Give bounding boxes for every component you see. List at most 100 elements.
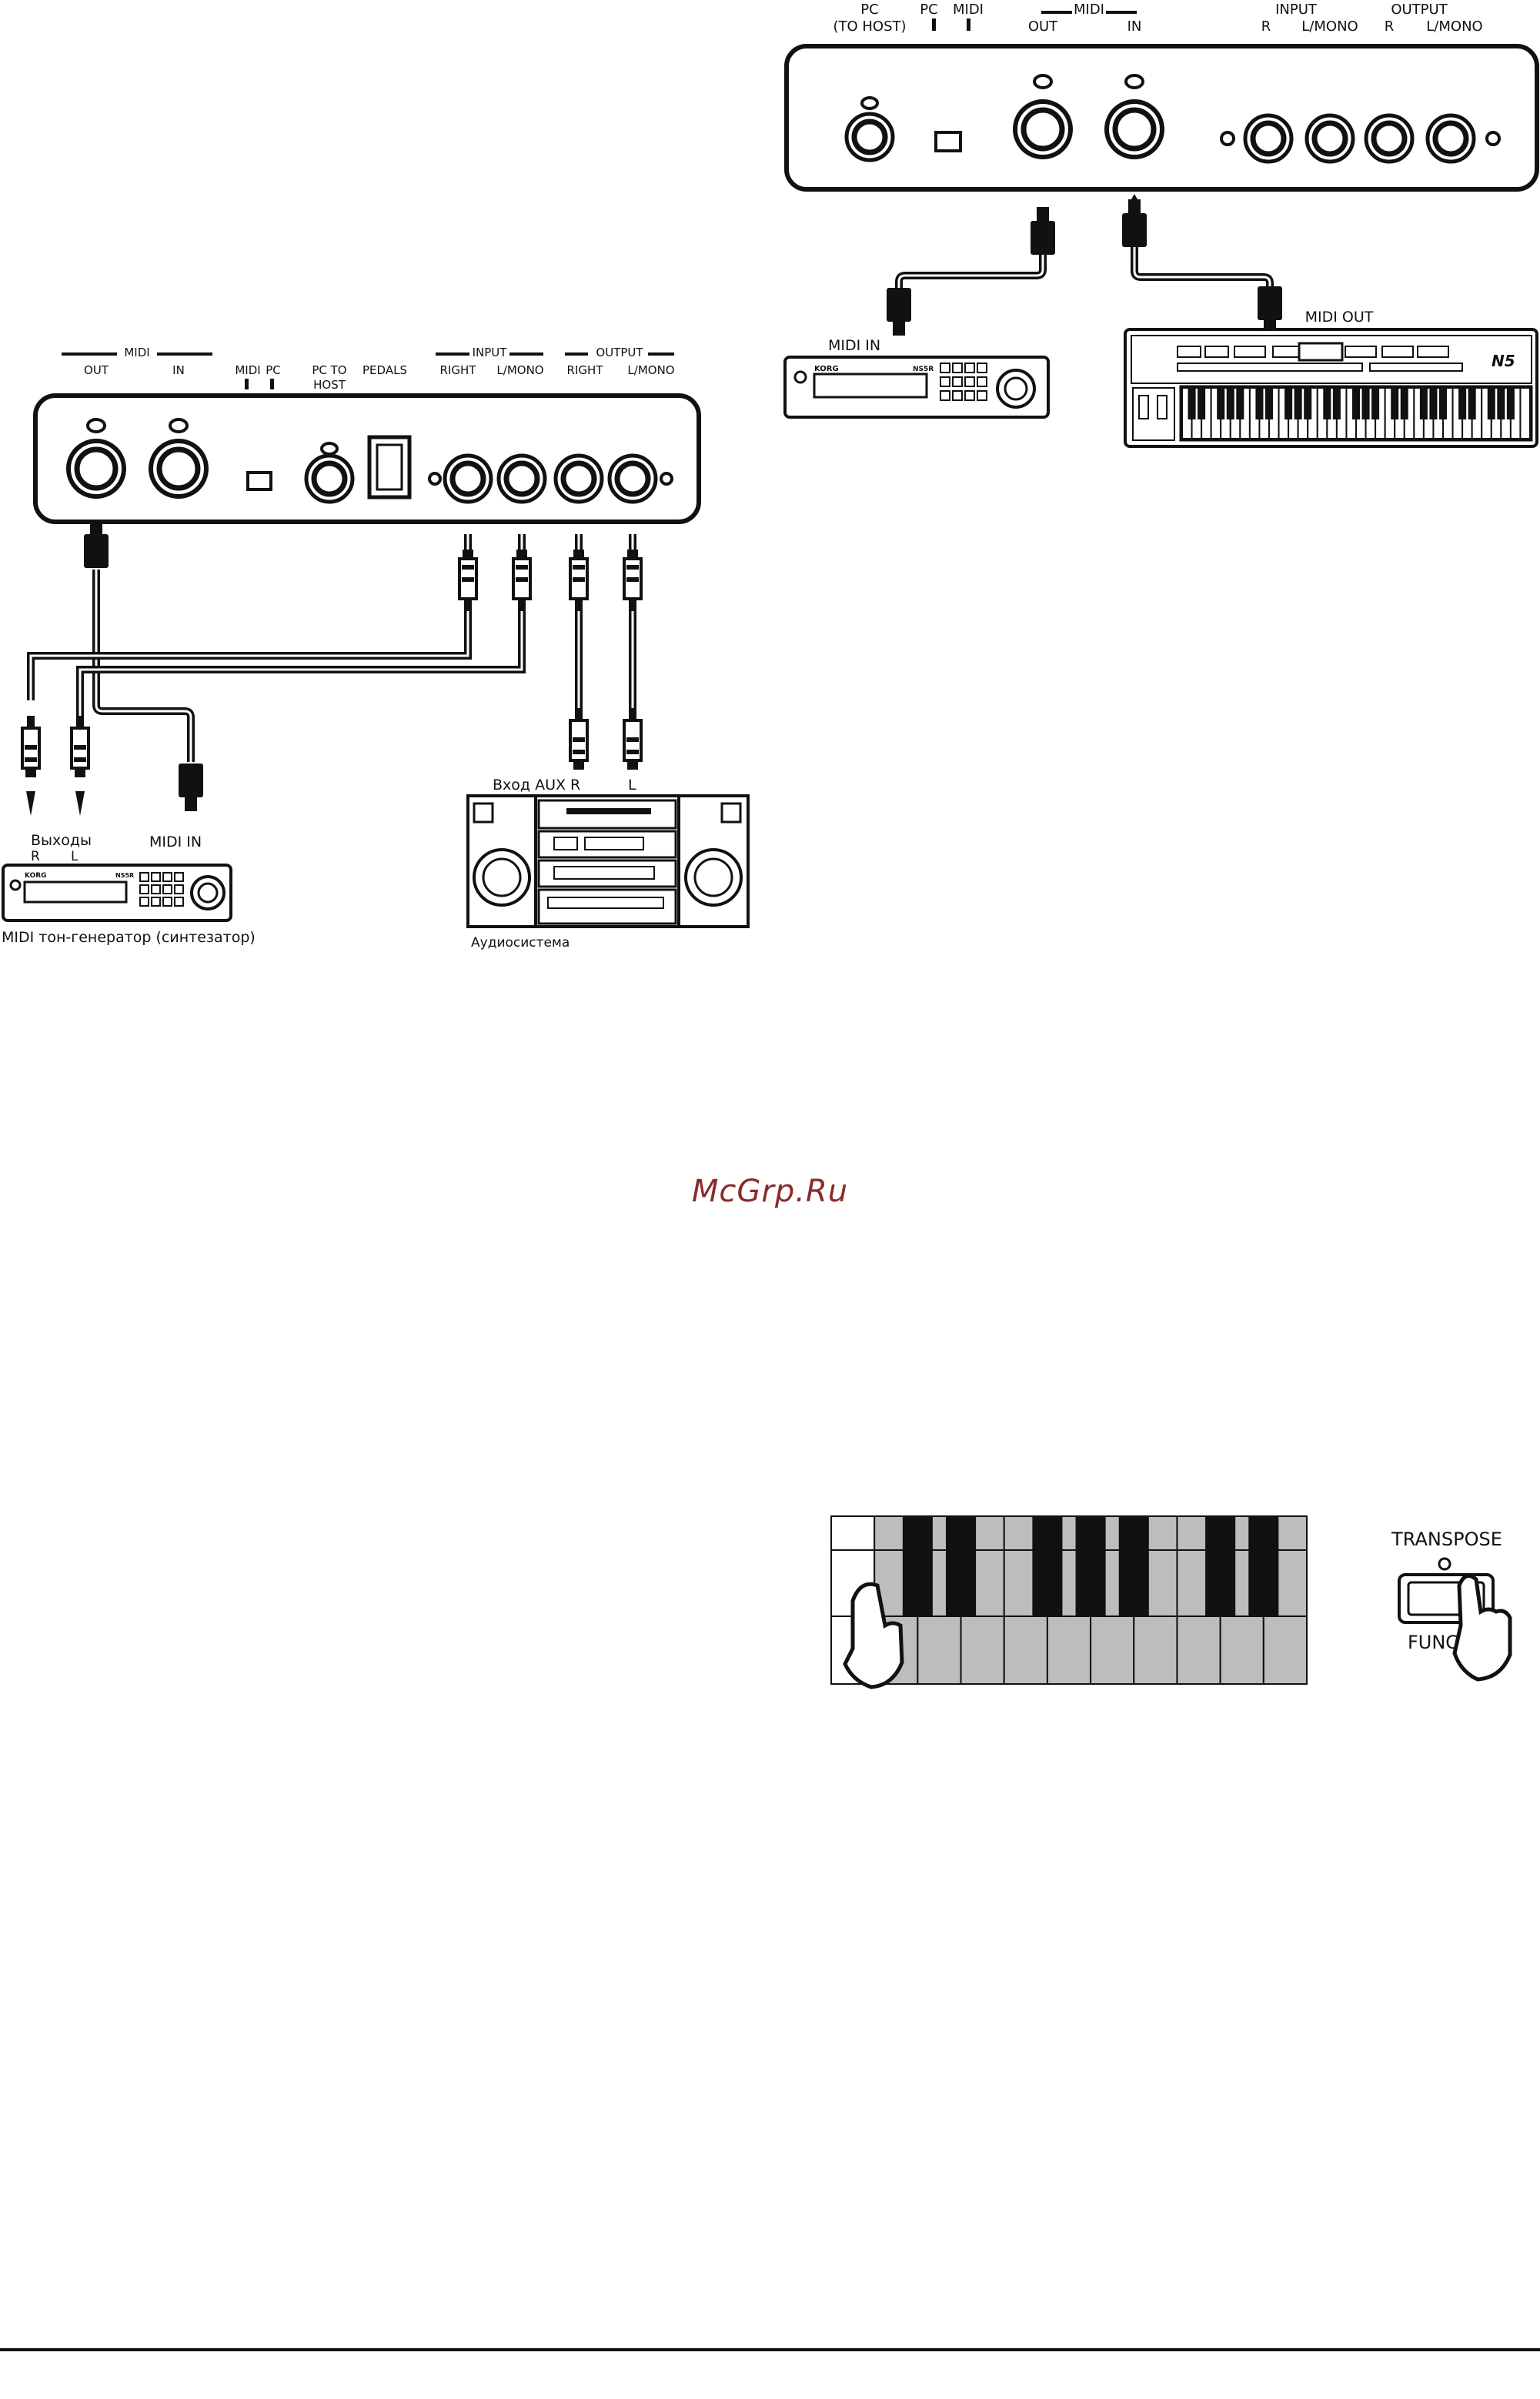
black-key — [1120, 1516, 1148, 1616]
black-key — [1228, 388, 1234, 419]
black-key — [1304, 388, 1311, 419]
input-lmono-jack — [499, 456, 545, 502]
black-key — [1249, 1516, 1278, 1616]
keyboard-model: N5 — [1492, 352, 1515, 370]
top-panel-diagram: PC (TO HOST) PC MIDI MIDI OUT IN INPUT O… — [785, 2, 1537, 446]
output-lmono-jack — [1428, 115, 1474, 162]
black-key — [1237, 388, 1243, 419]
label-l-mono: L/MONO — [1301, 18, 1358, 35]
switch-mark — [967, 18, 970, 31]
label-out-l: L — [71, 849, 79, 864]
rear-panel — [35, 396, 699, 522]
transpose-diagram: TRANSPOSE FUNC — [831, 1516, 1510, 1687]
black-key — [1372, 388, 1378, 419]
input-right-jack — [445, 456, 491, 502]
input-lmono-jack — [1307, 115, 1353, 162]
black-key — [1033, 1516, 1061, 1616]
label-pc-to: PC TO — [312, 363, 346, 377]
black-key — [1363, 388, 1369, 419]
label-to-host: (TO HOST) — [833, 18, 906, 35]
group-line — [1106, 11, 1137, 14]
label-func: FUNC — [1408, 1632, 1458, 1653]
midi-in-port — [151, 441, 206, 496]
transpose-led — [1439, 1559, 1450, 1569]
label-audio-system: Аудиосистема — [471, 935, 570, 951]
label-midi: MIDI — [235, 363, 260, 377]
black-key — [947, 1516, 975, 1616]
pc-to-host-jack — [847, 114, 893, 160]
audio-system — [468, 796, 748, 927]
label-pc-to-host: PC — [860, 2, 878, 18]
black-key — [1324, 388, 1330, 419]
pc-to-host-jack — [306, 456, 352, 502]
label-outputs: Выходы — [31, 832, 92, 849]
black-key — [1353, 388, 1359, 419]
black-key — [904, 1516, 932, 1616]
label-pc: PC — [266, 363, 281, 377]
black-key — [1401, 388, 1408, 419]
black-key — [1421, 388, 1427, 419]
module-model: NS5R — [115, 872, 134, 879]
label-aux-l: L — [628, 777, 636, 794]
tone-generator-module: KORG NS5R — [3, 865, 231, 921]
label-out: OUT — [1028, 18, 1058, 35]
pc-midi-switch — [248, 473, 271, 489]
module-model: NS5R — [913, 366, 934, 373]
black-key — [1488, 388, 1495, 419]
footer-rule — [0, 2348, 1540, 2351]
label-midi-group: MIDI — [1074, 2, 1104, 18]
midi-out-port — [1015, 102, 1071, 157]
watermark: McGrp.Ru — [0, 1174, 1540, 1209]
black-key — [1334, 388, 1340, 419]
label-midi-group: MIDI — [124, 346, 149, 359]
label-transpose: TRANSPOSE — [1391, 1529, 1502, 1550]
black-key — [1508, 388, 1514, 419]
label-r: R — [1261, 18, 1271, 35]
switch-mark — [932, 18, 936, 31]
black-key — [1459, 388, 1465, 419]
label-right: RIGHT — [440, 363, 477, 377]
black-key — [1469, 388, 1475, 419]
label-pedals: PEDALS — [362, 363, 407, 377]
output-right-jack — [556, 456, 602, 502]
black-key — [1198, 388, 1204, 419]
label-l-mono: L/MONO — [627, 363, 674, 377]
output-r-jack — [1366, 115, 1412, 162]
black-key — [1391, 388, 1398, 419]
black-key — [1266, 388, 1272, 419]
label-tone-generator: MIDI тон-генератор (синтезатор) — [2, 929, 256, 946]
label-input-group: INPUT — [473, 346, 508, 359]
black-key — [1206, 1516, 1234, 1616]
midi-out-port — [68, 441, 124, 496]
black-key — [1498, 388, 1504, 419]
label-input-group: INPUT — [1275, 2, 1318, 18]
label-midi-small: MIDI — [953, 2, 984, 18]
black-key — [1430, 388, 1436, 419]
label-l-mono: L/MONO — [1426, 18, 1482, 35]
black-key — [1077, 1516, 1105, 1616]
black-key — [1218, 388, 1224, 419]
black-key — [1256, 388, 1262, 419]
black-key — [1295, 388, 1301, 419]
label-r: R — [1385, 18, 1395, 35]
label-in: IN — [172, 363, 185, 377]
midi-in-port — [1107, 102, 1162, 157]
pc-midi-switch — [936, 132, 960, 151]
label-aux-in: Вход AUX R — [493, 777, 580, 794]
label-midi-in: MIDI IN — [828, 337, 880, 354]
group-line — [1041, 11, 1072, 14]
label-host: HOST — [313, 378, 346, 392]
module-brand: KORG — [25, 872, 47, 880]
label-in: IN — [1127, 18, 1142, 35]
left-panel-diagram: MIDI OUT IN MIDI PC PC TO HOST PEDALS IN… — [2, 346, 748, 951]
label-pc: PC — [920, 2, 937, 18]
label-output-group: OUTPUT — [596, 346, 643, 359]
black-key — [1440, 388, 1446, 419]
label-midi-out: MIDI OUT — [1305, 309, 1374, 326]
label-out: OUT — [84, 363, 109, 377]
label-right: RIGHT — [567, 363, 604, 377]
input-r-jack — [1245, 115, 1291, 162]
label-l-mono: L/MONO — [496, 363, 543, 377]
black-key — [1189, 388, 1195, 419]
